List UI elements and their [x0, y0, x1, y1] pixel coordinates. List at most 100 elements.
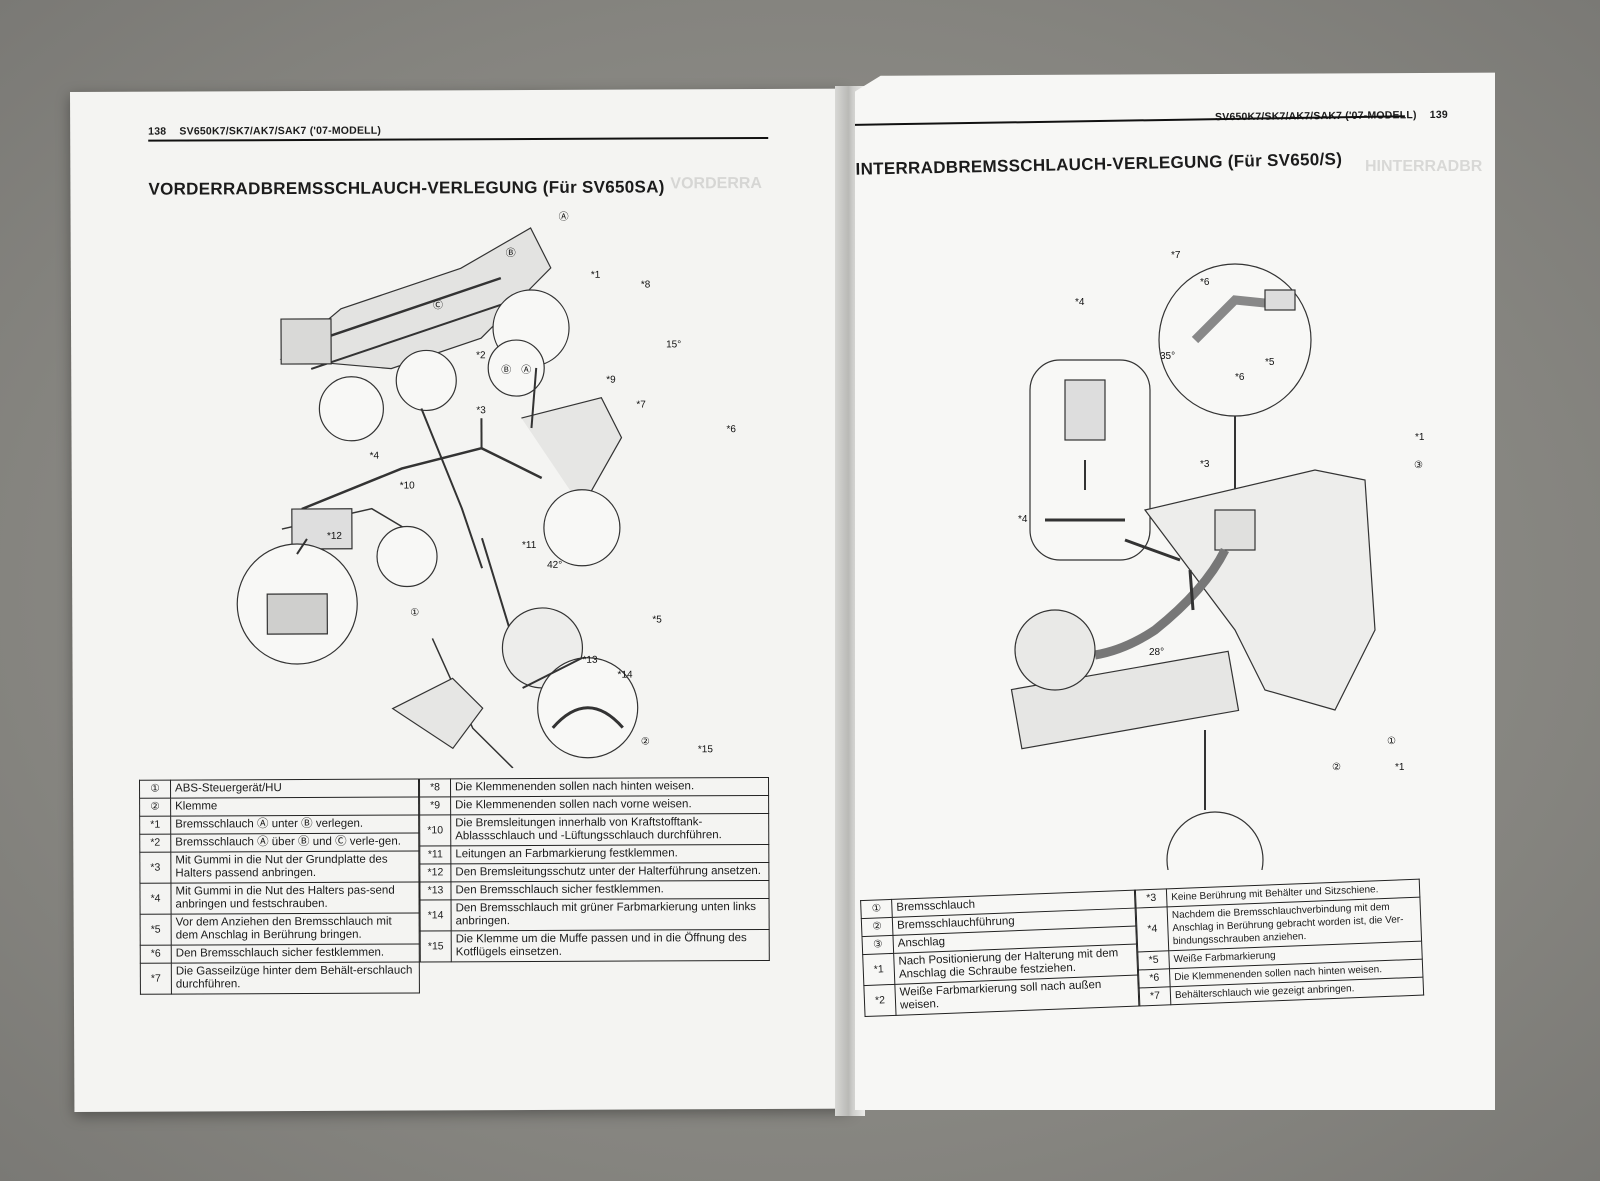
- callout-label: *10: [400, 480, 416, 491]
- right-ghost-title: HINTERRADBR: [1365, 158, 1483, 175]
- right-page-number: 139: [1429, 108, 1448, 122]
- callout-label: *8: [641, 279, 651, 290]
- callout-label: *7: [636, 399, 646, 410]
- legend-key: *2: [863, 984, 897, 1017]
- callout-label: *14: [618, 670, 634, 681]
- legend-key: *10: [419, 814, 451, 846]
- legend-text: Mit Gummi in die Nut der Grundplatte des…: [170, 850, 419, 884]
- legend-key: *3: [139, 852, 171, 884]
- callout-label: *6: [726, 424, 736, 435]
- legend-key: ②: [139, 798, 171, 817]
- callout-label: *6: [1200, 277, 1210, 288]
- legend-text: ABS-Steuergerät/HU: [170, 778, 419, 799]
- callout-label: ②: [1332, 762, 1341, 773]
- legend-text: Die Gasseilzüge hinter dem Behält-erschl…: [171, 961, 420, 995]
- left-header-model: SV650K7/SK7/AK7/SAK7 ('07-MODELL): [179, 124, 382, 138]
- callout-label: 42°: [547, 560, 562, 571]
- legend-text: Leitungen an Farbmarkierung festklemmen.: [450, 844, 769, 864]
- callout-label: ③: [1414, 460, 1423, 471]
- callout-label: Ⓒ: [433, 299, 443, 311]
- callout-label: Ⓐ: [559, 211, 569, 223]
- legend-text: Vor dem Anziehen den Bremsschlauch mit d…: [171, 912, 420, 946]
- legend-text: Die Bremsleitungen innerhalb von Kraftst…: [450, 813, 769, 846]
- left-page: 138 SV650K7/SK7/AK7/SAK7 ('07-MODELL) VO…: [70, 88, 850, 1112]
- callout-label: ①: [410, 607, 419, 618]
- right-page: SV650K7/SK7/AK7/SAK7 ('07-MODELL) 139 HI…: [855, 72, 1495, 1110]
- callout-label: Ⓑ: [506, 247, 516, 259]
- legend-text: Den Bremsleitungsschutz unter der Halter…: [450, 862, 769, 882]
- legend-key: *1: [139, 816, 171, 835]
- left-page-number: 138: [148, 125, 167, 138]
- legend-key: *13: [419, 881, 452, 900]
- legend-text: Bremsschlauch Ⓐ über Ⓑ und Ⓒ verle-gen.: [170, 832, 419, 853]
- callout-label: *1: [591, 270, 601, 281]
- legend-text: Den Bremsschlauch sicher festklemmen.: [450, 880, 770, 900]
- left-running-header: 138 SV650K7/SK7/AK7/SAK7 ('07-MODELL): [148, 125, 381, 138]
- legend-key: *12: [419, 863, 451, 882]
- legend-key: *2: [139, 834, 171, 853]
- legend-text: Den Bremsschlauch sicher festklemmen.: [171, 943, 420, 964]
- callout-label: 28°: [1149, 647, 1164, 658]
- callout-label: *11: [522, 540, 537, 551]
- legend-text: Bremsschlauch Ⓐ unter Ⓑ verlegen.: [170, 814, 419, 835]
- legend-text: Die Klemmenenden sollen nach vorne weise…: [450, 795, 769, 815]
- callout-label: *4: [1075, 297, 1085, 308]
- callout-label: *2: [476, 350, 486, 361]
- left-page-title: VORDERRADBREMSSCHLAUCH-VERLEGUNG (Für SV…: [148, 177, 665, 199]
- legend-text: Den Bremsschlauch mit grüner Farbmarkier…: [451, 898, 770, 931]
- legend-key: *6: [140, 945, 172, 964]
- callout-label: *4: [370, 451, 380, 462]
- legend-key: *15: [420, 930, 452, 962]
- callout-label: *5: [652, 614, 662, 625]
- legend-key: ③: [861, 935, 894, 955]
- callout-label: *12: [327, 531, 343, 542]
- callout-label: *6: [1235, 372, 1245, 383]
- legend-key: *9: [419, 796, 451, 815]
- callout-label: *3: [476, 405, 486, 416]
- callout-label: *3: [1200, 459, 1210, 470]
- legend-text: Die Klemmenenden sollen nach hinten weis…: [450, 777, 769, 797]
- legend-text: Die Klemme um die Muffe passen und in di…: [451, 929, 770, 962]
- legend-key: *5: [140, 914, 172, 946]
- legend-key: *7: [140, 963, 172, 995]
- callout-label: Ⓑ: [501, 364, 511, 376]
- callout-label: *15: [698, 744, 714, 755]
- callout-label: *13: [582, 655, 598, 666]
- legend-key: *7: [1139, 986, 1171, 1006]
- callout-label: *7: [1171, 250, 1181, 261]
- right-page-title: HINTERRADBREMSSCHLAUCH-VERLEGUNG (Für SV…: [842, 149, 1343, 179]
- callout-label: *5: [1265, 357, 1275, 368]
- legend-key: *14: [420, 899, 452, 931]
- legend-key: *11: [419, 845, 451, 864]
- left-ghost-title: VORDERRA: [670, 174, 763, 193]
- callout-label: *1: [1395, 762, 1405, 773]
- legend-key: *3: [1135, 888, 1168, 909]
- callout-label: *4: [1018, 514, 1028, 525]
- legend-key: *4: [1136, 906, 1169, 953]
- rear-brake-hose-diagram: *1*1*2*3*4*4*5*6*6*735°28°①②③: [935, 210, 1485, 909]
- legend-key: ①: [860, 899, 893, 919]
- left-header-rule: [148, 136, 769, 142]
- legend-key: *4: [139, 883, 172, 915]
- callout-label: *9: [606, 375, 616, 386]
- legend-key: *6: [1138, 968, 1171, 988]
- callout-label: 15°: [666, 339, 681, 350]
